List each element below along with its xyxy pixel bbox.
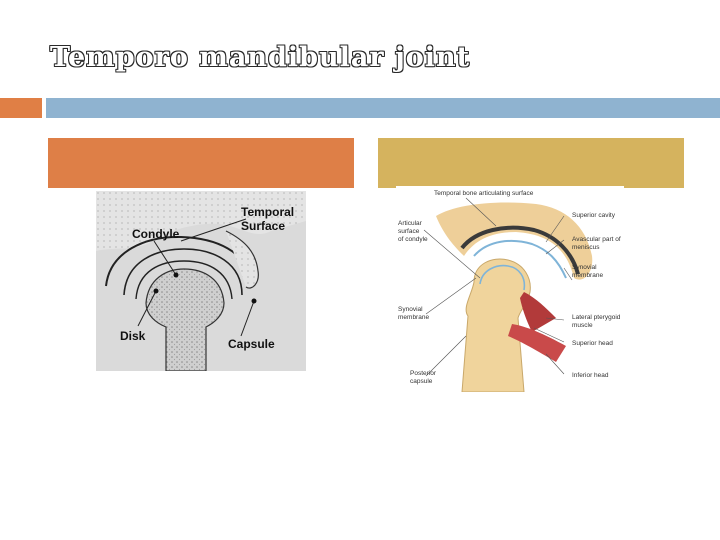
label-capsule-posterior: capsule xyxy=(410,378,432,386)
tmj-sketch-figure: Temporal Surface Condyle Disk Capsule xyxy=(96,191,306,371)
label-surface: Surface xyxy=(241,219,285,233)
label-of-condyle: of condyle xyxy=(398,236,428,244)
label-posterior: Posterior xyxy=(410,370,436,378)
right-column-header xyxy=(378,138,684,188)
tmj-illustration-figure: Temporal bone articulating surface Artic… xyxy=(396,186,624,392)
label-superior-cavity: Superior cavity xyxy=(572,212,615,220)
label-articular-surface: surface xyxy=(398,228,419,236)
label-meniscus: meniscus xyxy=(572,244,599,252)
label-membrane-left: membrane xyxy=(398,314,429,322)
label-membrane-right: membrane xyxy=(572,272,603,280)
label-lateral-pterygoid: Lateral pterygoid xyxy=(572,314,620,322)
label-disk: Disk xyxy=(120,329,145,343)
accent-bar xyxy=(46,98,720,118)
label-capsule: Capsule xyxy=(228,337,275,351)
label-temporal: Temporal xyxy=(241,205,294,219)
label-synovial-right: Synovial xyxy=(572,264,597,272)
slide-title: Temporo mandibular joint xyxy=(50,42,470,73)
label-temporal-bone-surface: Temporal bone articulating surface xyxy=(434,190,533,198)
label-condyle: Condyle xyxy=(132,227,179,241)
accent-square xyxy=(0,98,42,118)
label-superior-head: Superior head xyxy=(572,340,613,348)
label-muscle: muscle xyxy=(572,322,593,330)
label-inferior-head: Inferior head xyxy=(572,372,609,380)
left-column-header xyxy=(48,138,354,188)
label-synovial-left: Synovial xyxy=(398,306,423,314)
label-articular: Articular xyxy=(398,220,422,228)
label-avascular-part: Avascular part of xyxy=(572,236,621,244)
